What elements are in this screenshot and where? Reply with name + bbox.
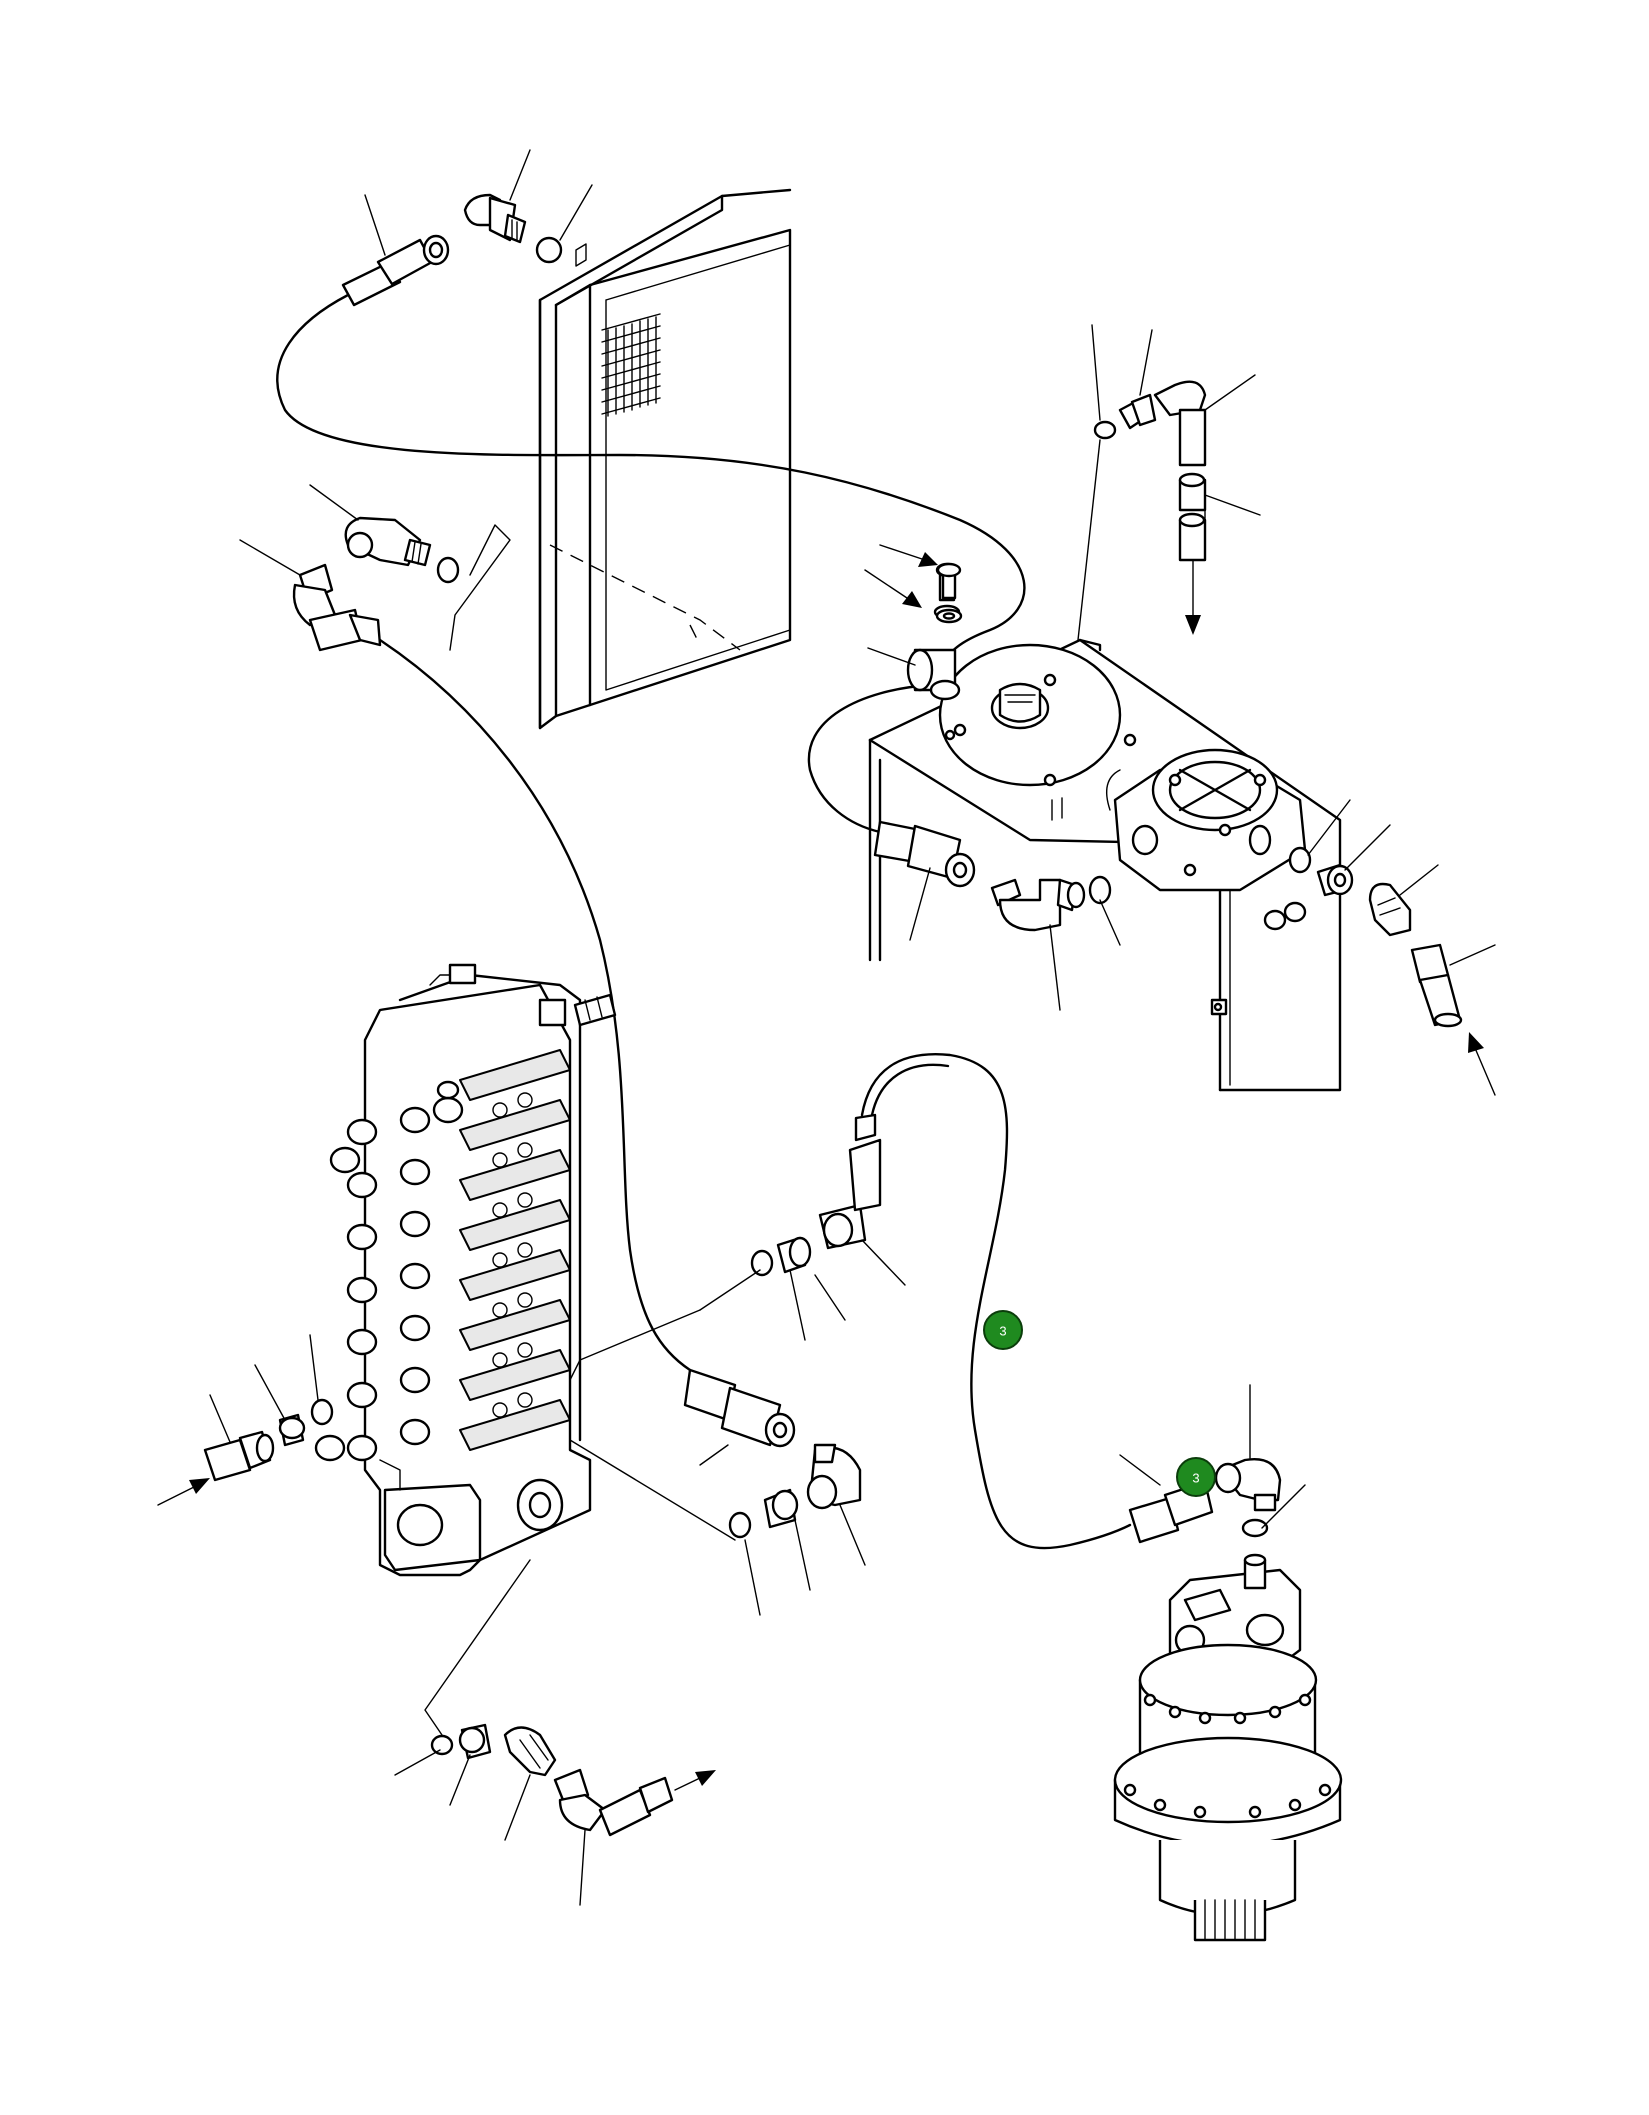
callout-label-lower: 3 [1192, 1471, 1199, 1486]
adapter-valve-lower [763, 1488, 799, 1529]
motor-bolts [1123, 1693, 1332, 1819]
adapter-tank-top [1118, 393, 1157, 430]
callout-marker-lower[interactable]: 3 [1176, 1457, 1216, 1497]
o-ring-valve-lower [728, 1511, 752, 1539]
adapter-valve-right-upper [776, 1236, 812, 1274]
hose-end-strainer [1410, 943, 1463, 1028]
hydraulic-tank [868, 638, 1342, 1092]
leader-lines [209, 149, 1496, 1906]
hose-end-upper-left [292, 563, 382, 652]
elbow-bottom [503, 1726, 557, 1777]
elbow-strainer [1368, 882, 1412, 937]
hose-lines [276, 293, 1132, 1550]
arrow-up-icon [1468, 1032, 1484, 1053]
hose-end-valve-lower [683, 1368, 796, 1448]
callout-circle-upper[interactable] [983, 1310, 1023, 1350]
adapter-strainer [1316, 863, 1354, 897]
elbow-travel-motor [1214, 1458, 1282, 1512]
callout-circle-lower[interactable] [1176, 1457, 1216, 1497]
callout-marker-upper[interactable]: 3 [983, 1310, 1023, 1350]
arrow-inlet-icon [189, 1478, 210, 1494]
elbow-tank-top [1153, 380, 1207, 467]
o-ring-tank [1088, 875, 1112, 905]
arrow-washer-icon [902, 591, 922, 608]
o-ring-bottom [430, 1734, 454, 1756]
o-ring-upper-left [436, 556, 460, 584]
tank-elbow [990, 878, 1086, 932]
elbow-upper-left [344, 516, 432, 567]
elbow-valve-lower [806, 1443, 862, 1510]
cooler-return-hose [276, 293, 1026, 682]
oil-cooler [538, 188, 792, 730]
bolt-and-washer [935, 562, 963, 624]
travel-motor [1113, 1553, 1343, 1942]
inlet-adapter-left [278, 1413, 306, 1447]
o-ring-inlet-left [310, 1398, 334, 1426]
o-ring-travel-motor [1241, 1518, 1269, 1538]
o-ring-top [535, 236, 563, 264]
elbow-valve-right-upper [818, 1113, 882, 1250]
valve-ports [314, 1080, 464, 1462]
valve-spool-stack [459, 1049, 571, 1451]
elbow-top [463, 193, 527, 244]
fittings [203, 193, 1463, 1837]
tank-hose-loop [807, 683, 932, 834]
tank-breather-cap [998, 682, 1042, 723]
inlet-hose-end-left [203, 1430, 275, 1482]
flow-arrows [157, 544, 1496, 1791]
arrow-down-icon [1185, 615, 1201, 635]
hose-end-bottom [553, 1768, 674, 1837]
o-ring-tank-top [1093, 420, 1117, 440]
arrow-bolt-icon [918, 552, 938, 567]
valve-plate-holes [492, 1092, 533, 1418]
control-valve-hose [378, 638, 692, 1372]
callout-label-upper: 3 [999, 1324, 1006, 1339]
adapter-bottom [458, 1723, 492, 1760]
arrow-outlet-icon [695, 1770, 716, 1786]
o-ring-strainer [1288, 846, 1312, 874]
tank-hose-end [873, 820, 976, 888]
hose-end-top [341, 234, 450, 307]
control-valve [314, 963, 617, 1577]
o-ring-valve-right-upper [750, 1249, 774, 1277]
return-hose-top [1178, 472, 1207, 562]
cooler-grid [601, 313, 661, 417]
travel-motor-hose [860, 1053, 1132, 1550]
